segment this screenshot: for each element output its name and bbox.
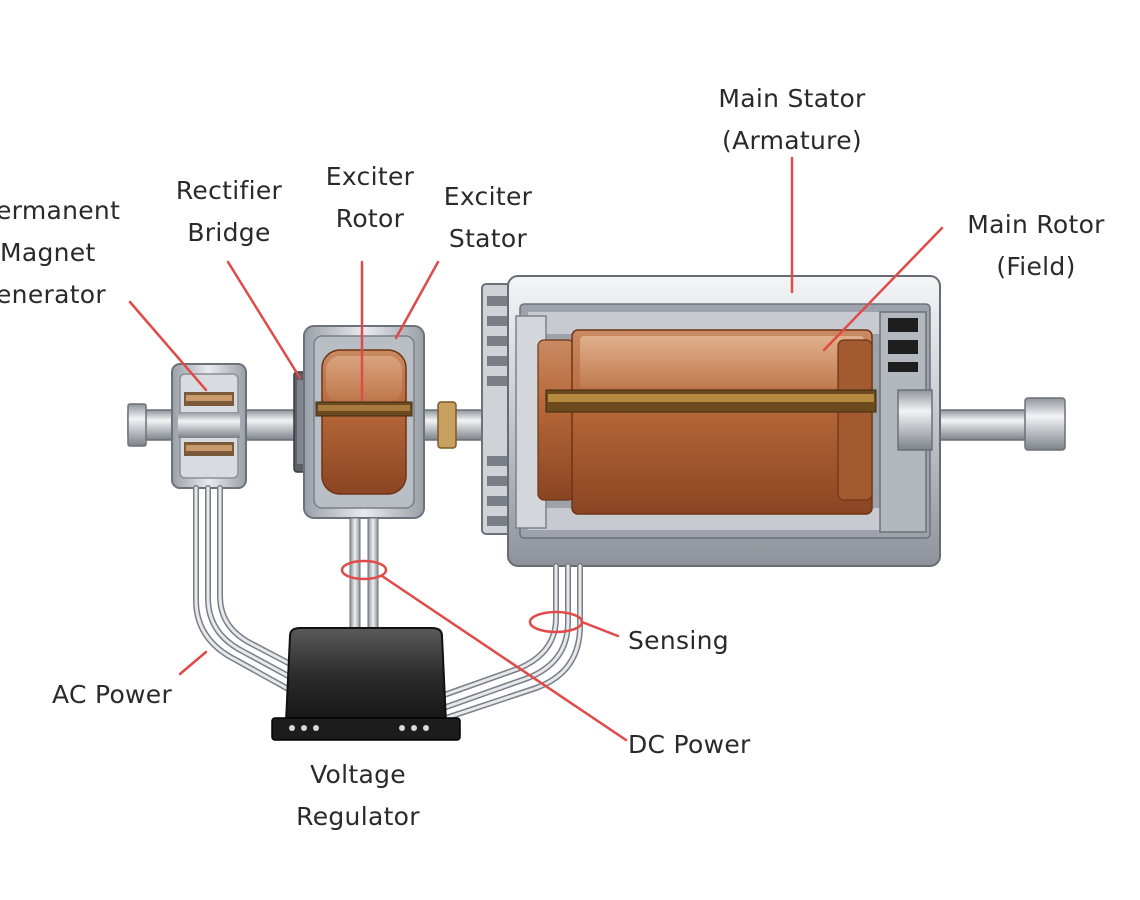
exciter-rotor-line2: Rotor	[335, 204, 405, 233]
rectifier-bridge-label: Rectifier Bridge	[162, 170, 296, 254]
pmg-label-line2: Magnet	[0, 238, 96, 267]
leader-lines	[128, 156, 944, 742]
voltage-regulator-box	[271, 627, 461, 741]
main-rotor-leader	[822, 226, 944, 352]
exciter-stator-label: Exciter Stator	[430, 176, 546, 260]
main-rotor-line1: Main Rotor	[967, 210, 1105, 239]
sensing-wires	[427, 563, 583, 725]
rectifier-leader	[226, 260, 302, 380]
main-stator-label: Main Stator (Armature)	[696, 78, 888, 162]
rectifier-label-line2: Bridge	[187, 218, 271, 247]
exciter-stator-line1: Exciter	[443, 182, 533, 211]
voltage-regulator-label: Voltage Regulator	[272, 754, 444, 838]
main-rotor-line2: (Field)	[996, 252, 1076, 281]
sensing-label: Sensing	[628, 626, 729, 655]
dc-power-wires	[349, 517, 379, 631]
ac-power-label: AC Power	[52, 680, 173, 709]
exciter-stator-line2: Stator	[448, 224, 528, 253]
ac-power-wires	[193, 485, 297, 693]
voltage-regulator-line2: Regulator	[296, 802, 420, 831]
exciter-stator-leader	[394, 260, 440, 340]
main-stator-line1: Main Stator	[718, 84, 866, 113]
pmg-housing	[171, 363, 247, 489]
exciter-rotor-line1: Exciter	[325, 162, 415, 191]
pmg-leader	[128, 300, 208, 392]
pmg-label-line1: ermanent	[0, 196, 121, 225]
ac-power-leader	[178, 650, 208, 676]
exciter-housing	[303, 325, 425, 519]
main-generator-housing	[481, 275, 941, 567]
dc-power-ring	[340, 559, 388, 581]
rectifier-label-line1: Rectifier	[175, 176, 283, 205]
dc-power-leader	[380, 574, 628, 742]
shaft-collar	[437, 401, 457, 449]
dc-power-label: DC Power	[628, 730, 751, 759]
exciter-rotor-label: Exciter Rotor	[312, 156, 428, 240]
pmg-label: ermanent Magnet enerator	[0, 190, 120, 316]
main-stator-line2: (Armature)	[722, 126, 862, 155]
voltage-regulator-line1: Voltage	[310, 760, 406, 789]
main-rotor-label: Main Rotor (Field)	[946, 204, 1126, 288]
sensing-leader	[580, 620, 620, 638]
pmg-label-line3: enerator	[0, 280, 106, 309]
